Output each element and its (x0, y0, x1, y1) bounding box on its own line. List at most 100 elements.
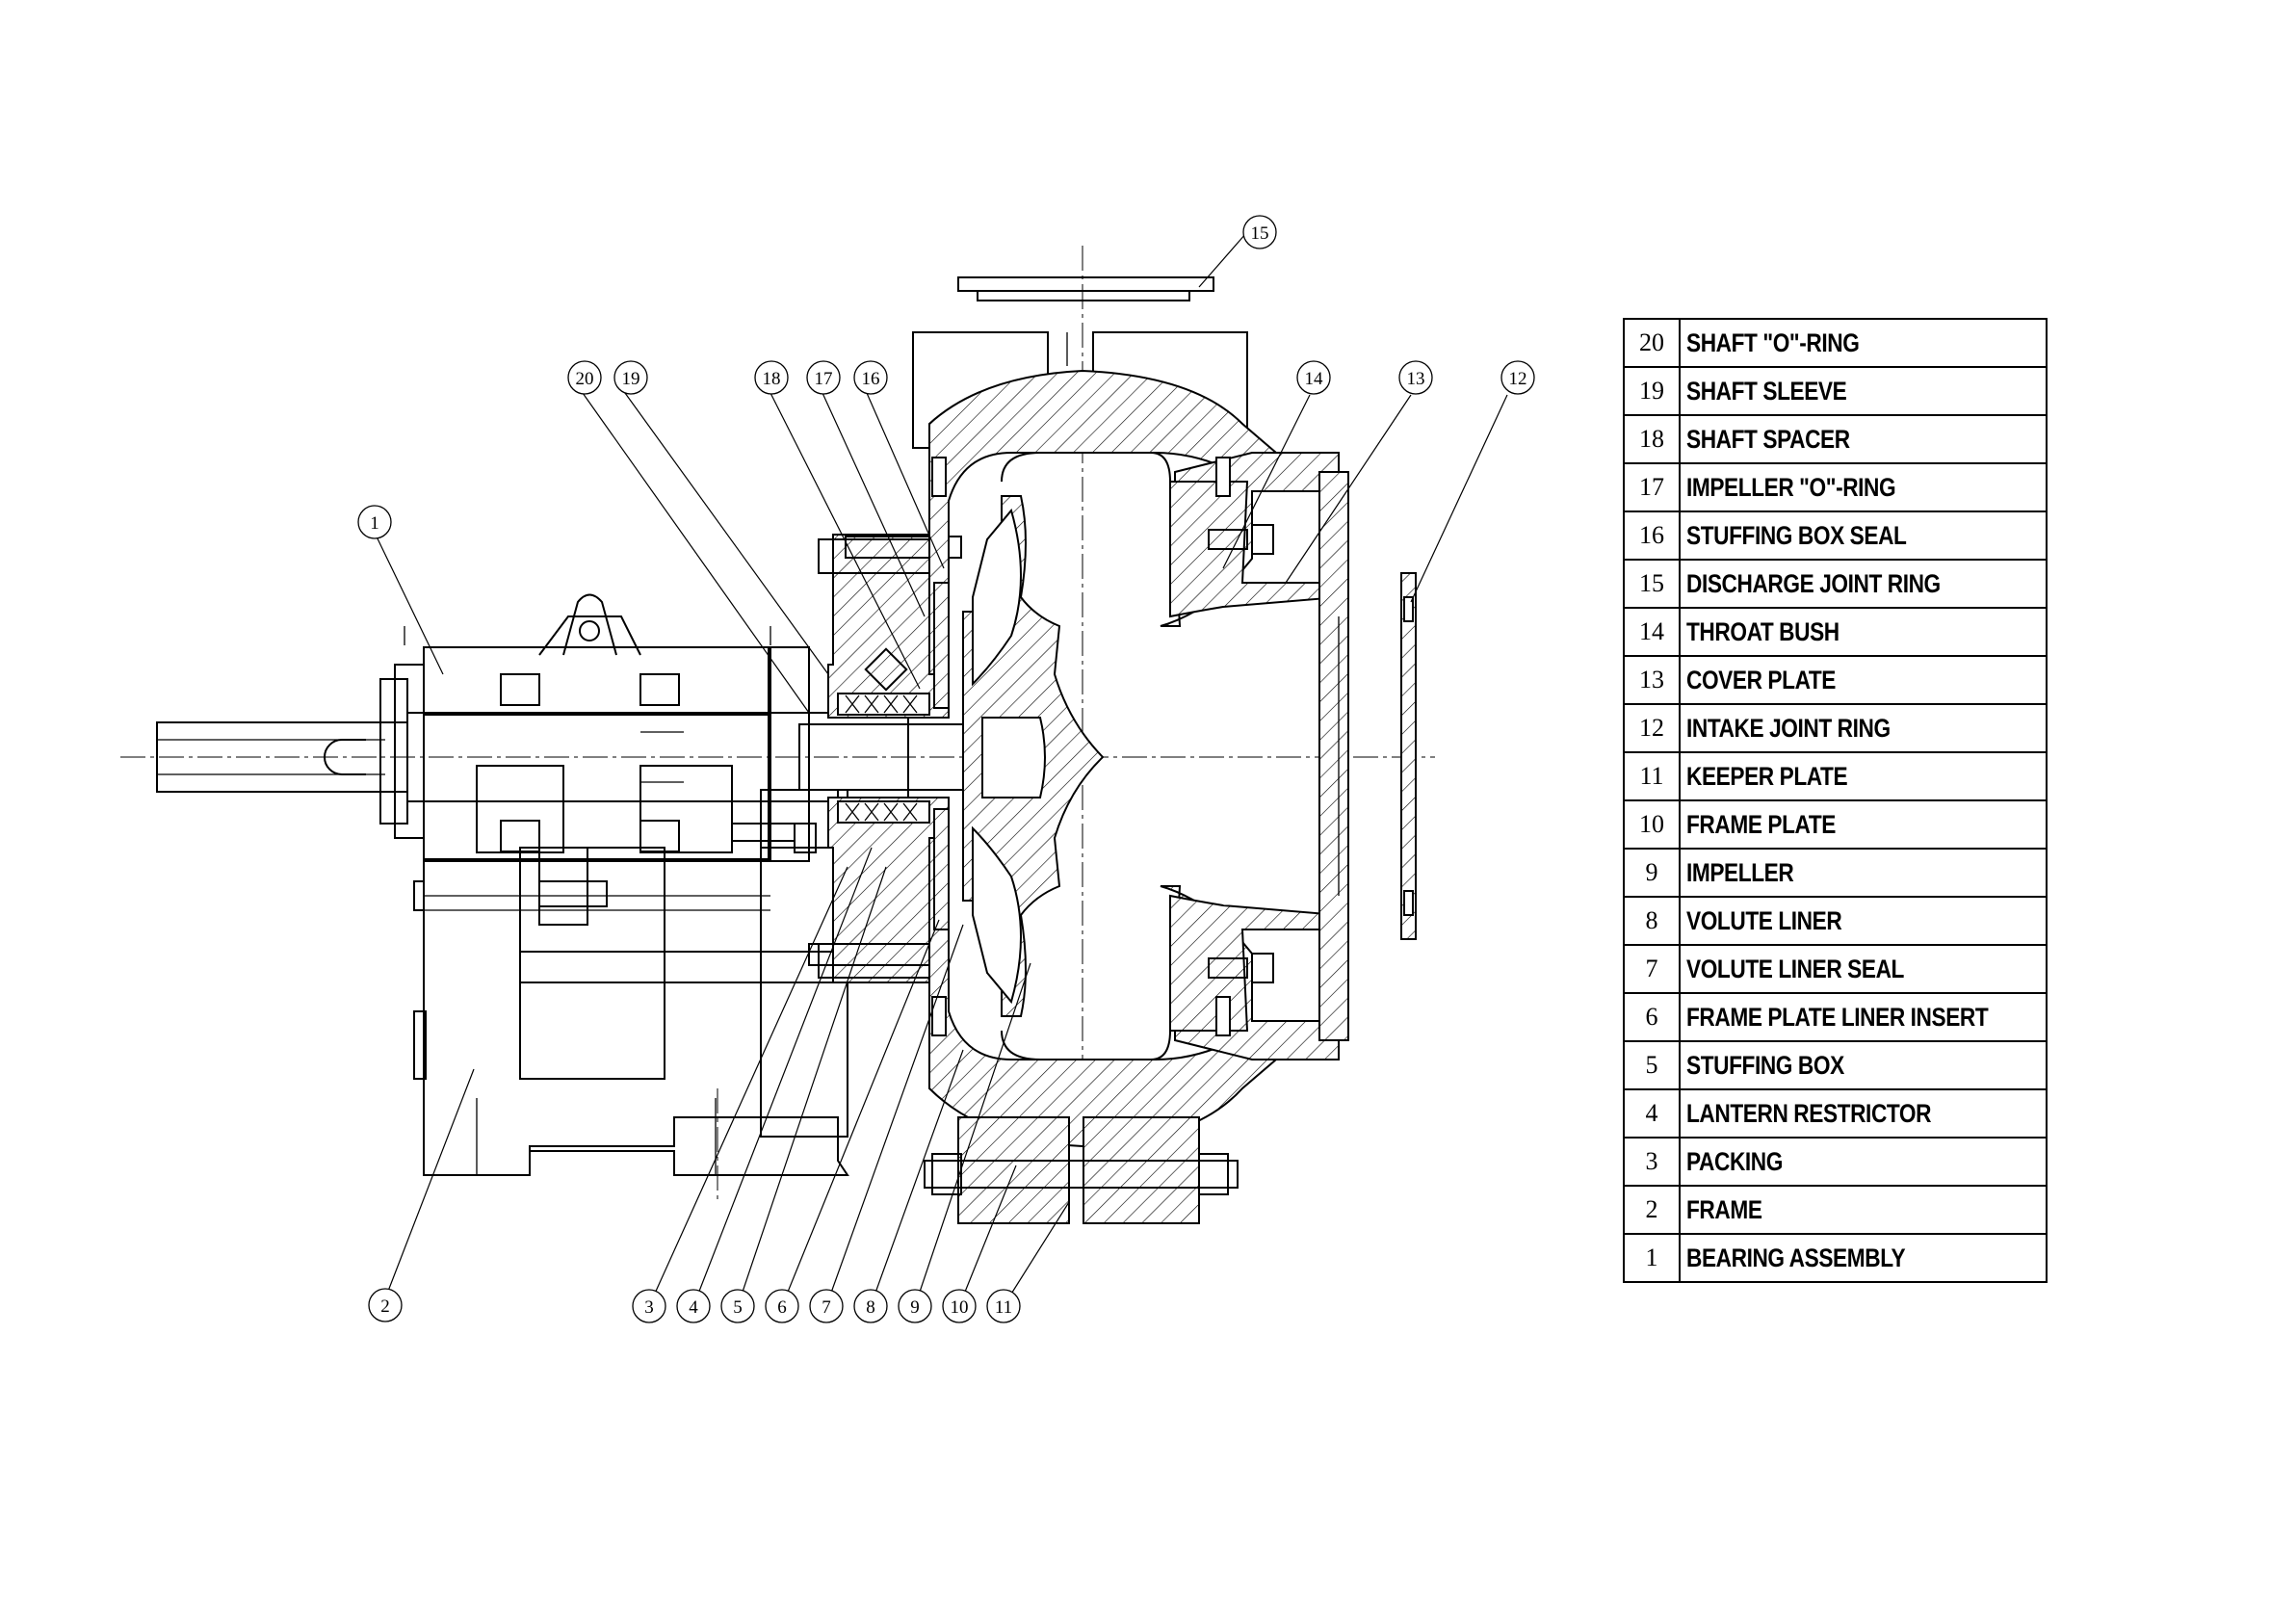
part-description: BEARING ASSEMBLY (1686, 1243, 1906, 1272)
balloon-14: 14 (1296, 360, 1331, 395)
part-description-cell: VOLUTE LINER (1678, 896, 2048, 946)
svg-text:13: 13 (1407, 369, 1425, 389)
part-number: 17 (1623, 462, 1681, 512)
part-description-cell: COVER PLATE (1678, 655, 2048, 705)
part-number: 8 (1623, 896, 1681, 946)
part-number: 18 (1623, 414, 1681, 464)
part-description: FRAME (1686, 1194, 1762, 1224)
balloon-5: 5 (720, 1289, 755, 1323)
svg-text:16: 16 (862, 369, 880, 389)
part-description: DISCHARGE JOINT RING (1686, 568, 1941, 598)
frame (413, 713, 849, 1176)
balloon-7: 7 (809, 1289, 844, 1323)
svg-text:1: 1 (370, 513, 379, 534)
part-description-cell: DISCHARGE JOINT RING (1678, 559, 2048, 609)
balloon-4: 4 (676, 1289, 711, 1323)
balloon-20: 20 (567, 360, 602, 395)
part-description-cell: STUFFING BOX SEAL (1678, 510, 2048, 561)
part-description-cell: PACKING (1678, 1137, 2048, 1187)
part-number: 14 (1623, 607, 1681, 657)
leader-lines (374, 232, 1508, 1307)
part-number: 6 (1623, 992, 1681, 1042)
part-number: 10 (1623, 799, 1681, 850)
part-description-cell: IMPELLER "O"-RING (1678, 462, 2048, 512)
part-number: 5 (1623, 1040, 1681, 1090)
part-description: COVER PLATE (1686, 665, 1836, 694)
part-description: VOLUTE LINER (1686, 905, 1842, 935)
part-description-cell: INTAKE JOINT RING (1678, 703, 2048, 753)
part-description-cell: VOLUTE LINER SEAL (1678, 944, 2048, 994)
balloon-17: 17 (806, 360, 841, 395)
balloon-6: 6 (765, 1289, 799, 1323)
part-description: THROAT BUSH (1686, 616, 1839, 646)
balloon-11: 11 (986, 1289, 1021, 1323)
balloons: 1 2 3 4 5 6 7 8 9 10 11 12 13 14 15 16 1… (357, 215, 1535, 1323)
part-description: IMPELLER "O"-RING (1686, 472, 1896, 502)
part-description-cell: FRAME PLATE (1678, 799, 2048, 850)
svg-text:18: 18 (763, 369, 781, 389)
part-description-cell: BEARING ASSEMBLY (1678, 1233, 2048, 1283)
balloon-16: 16 (853, 360, 888, 395)
part-description: VOLUTE LINER SEAL (1686, 954, 1904, 983)
svg-text:19: 19 (622, 369, 640, 389)
balloon-1: 1 (357, 505, 392, 539)
part-number: 13 (1623, 655, 1681, 705)
svg-text:3: 3 (644, 1297, 654, 1318)
part-number: 9 (1623, 848, 1681, 898)
balloon-2: 2 (368, 1288, 403, 1322)
part-description: STUFFING BOX (1686, 1050, 1844, 1080)
svg-text:20: 20 (576, 369, 594, 389)
part-description-cell: SHAFT SLEEVE (1678, 366, 2048, 416)
part-number: 3 (1623, 1137, 1681, 1187)
casing (912, 276, 1417, 1224)
svg-text:17: 17 (815, 369, 833, 389)
part-description: STUFFING BOX SEAL (1686, 520, 1907, 550)
part-description: SHAFT "O"-RING (1686, 327, 1860, 357)
part-description-cell: SHAFT SPACER (1678, 414, 2048, 464)
part-description-cell: SHAFT "O"-RING (1678, 318, 2048, 368)
part-number: 11 (1623, 751, 1681, 801)
part-number: 19 (1623, 366, 1681, 416)
svg-text:7: 7 (822, 1297, 831, 1318)
part-description: SHAFT SLEEVE (1686, 376, 1847, 406)
balloon-19: 19 (613, 360, 648, 395)
balloon-15: 15 (1242, 215, 1277, 249)
stuffing-box (731, 534, 962, 983)
svg-text:5: 5 (733, 1297, 743, 1318)
part-description: SHAFT SPACER (1686, 424, 1850, 454)
svg-text:6: 6 (777, 1297, 787, 1318)
part-number: 4 (1623, 1088, 1681, 1139)
part-number: 16 (1623, 510, 1681, 561)
svg-text:11: 11 (995, 1297, 1012, 1318)
balloon-18: 18 (754, 360, 789, 395)
svg-text:14: 14 (1305, 369, 1324, 389)
bearing-assembly (379, 593, 810, 862)
part-description-cell: KEEPER PLATE (1678, 751, 2048, 801)
part-description-cell: THROAT BUSH (1678, 607, 2048, 657)
part-number: 2 (1623, 1185, 1681, 1235)
part-description: INTAKE JOINT RING (1686, 713, 1891, 743)
part-number: 1 (1623, 1233, 1681, 1283)
part-description: LANTERN RESTRICTOR (1686, 1098, 1932, 1128)
part-description: FRAME PLATE LINER INSERT (1686, 1002, 1989, 1032)
part-description: FRAME PLATE (1686, 809, 1836, 839)
part-description: PACKING (1686, 1146, 1783, 1176)
balloon-3: 3 (632, 1289, 666, 1323)
part-description: KEEPER PLATE (1686, 761, 1848, 791)
